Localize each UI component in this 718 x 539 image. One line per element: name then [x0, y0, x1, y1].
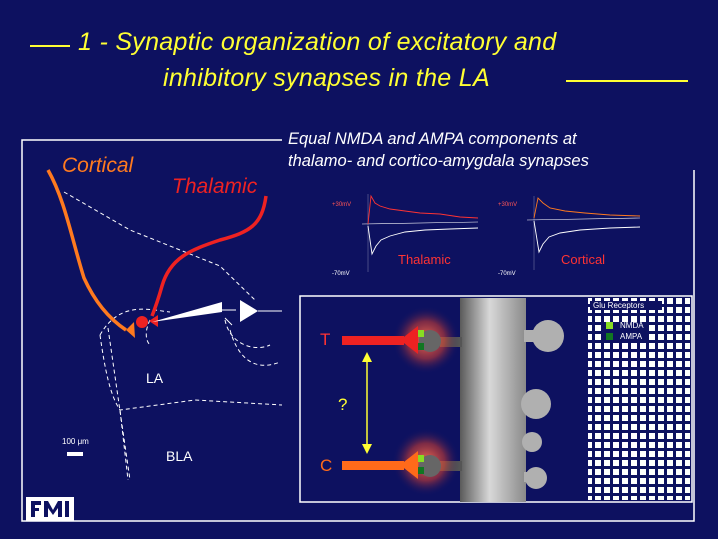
trace-thalamic-bottom-mv: -70mV: [332, 271, 350, 277]
subtitle-line-2: thalamo- and cortico-amygdala synapses: [288, 152, 589, 170]
nmda-swatch: [606, 322, 613, 329]
question-label: ?: [338, 395, 348, 414]
cortical-fiber: [46, 169, 127, 332]
title-line-2: inhibitory synapses in the LA: [163, 64, 490, 92]
la-label: LA: [146, 370, 164, 386]
legend-title: Glu Receptors: [593, 301, 645, 310]
subtitle-line-1: Equal NMDA and AMPA components at: [288, 130, 577, 148]
title-rule-left: [30, 45, 70, 47]
thalamic-fiber: [150, 195, 268, 317]
recording-pipette: [152, 300, 282, 326]
bla-label: BLA: [166, 448, 193, 464]
thalamic-axon: [342, 336, 404, 345]
input-c-label: C: [320, 456, 333, 475]
input-t-label: T: [320, 330, 331, 349]
synapse-panel: [299, 295, 693, 503]
trace-thalamic-top-mv: +30mV: [332, 202, 352, 208]
title-line-1: 1 - Synaptic organization of excitatory …: [78, 28, 557, 56]
subtitle: Equal NMDA and AMPA components at thalam…: [288, 128, 589, 172]
ampa-swatch: [606, 333, 613, 340]
scale-bar: [67, 452, 83, 456]
trace-thalamic-label: Thalamic: [398, 252, 451, 267]
thalamic-electrode: [136, 316, 148, 328]
title-rule-right: [566, 80, 688, 82]
cortical-label: Cortical: [62, 154, 134, 177]
amygdala-outline: [63, 191, 283, 481]
cortical-axon: [342, 461, 404, 470]
trace-cortical-label: Cortical: [561, 252, 606, 267]
trace-cortical-bottom-mv: -70mV: [498, 271, 516, 277]
cortical-electrode: [126, 322, 135, 338]
legend-ampa: AMPA: [620, 332, 643, 341]
thalamic-label: Thalamic: [172, 175, 258, 198]
fmi-logo: [26, 497, 74, 521]
trace-cortical: [526, 196, 641, 270]
trace-cortical-top-mv: +30mV: [498, 202, 518, 208]
dendrite: [460, 298, 526, 502]
legend-nmda: NMDA: [620, 321, 644, 330]
outer-frame: [21, 139, 695, 522]
scale-label: 100 μm: [62, 437, 89, 446]
trace-thalamic: [361, 194, 479, 272]
